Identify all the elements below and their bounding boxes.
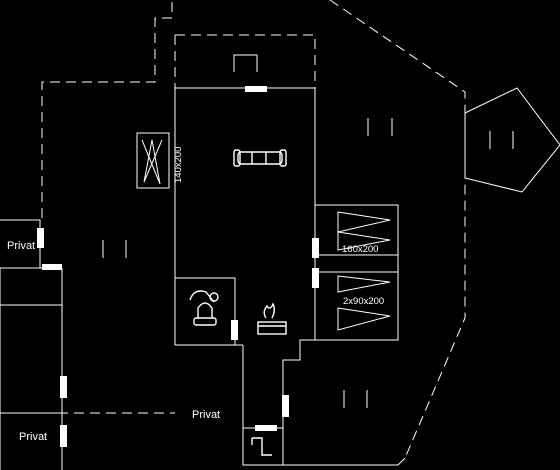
shower-icon: [251, 437, 272, 456]
privat-label-lower: Privat: [19, 431, 47, 443]
side-deck: [464, 87, 560, 193]
exterior-outline: [41, 0, 466, 459]
bed-size-room2: 2x90x200: [343, 296, 384, 307]
privat-label-upper: Privat: [7, 240, 35, 252]
doors: [37, 86, 319, 447]
bed-size-room1: 160x200: [342, 244, 378, 255]
window-marks: [102, 54, 514, 408]
privat-label-center: Privat: [192, 409, 220, 421]
sofa-icon: [233, 149, 287, 167]
wardrobe-room2: [337, 275, 391, 331]
toilet-icon: [189, 290, 219, 326]
stair-symbol: [136, 132, 170, 189]
bed-size-living: 140x200: [173, 147, 184, 183]
stove-icon: [257, 302, 287, 335]
wardrobe-room1: [337, 211, 391, 251]
